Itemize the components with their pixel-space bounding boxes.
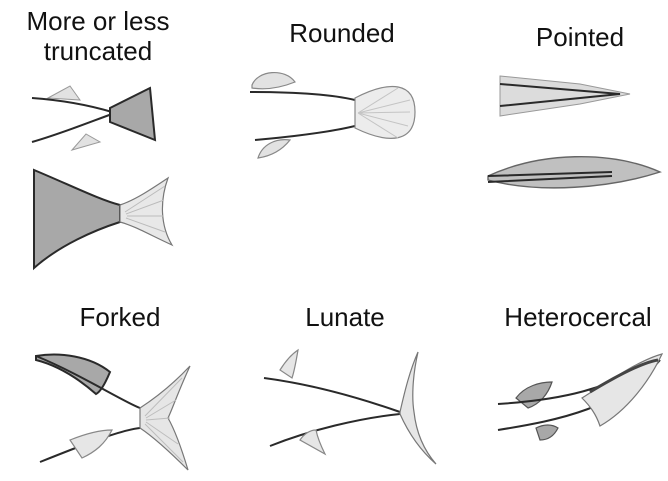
- truncated-tail-illustration-2: [34, 170, 172, 268]
- pointed-tail-illustration-1: [500, 76, 630, 116]
- heterocercal-tail-illustration: [498, 354, 662, 440]
- forked-tail-illustration: [36, 355, 190, 470]
- rounded-tail-illustration: [250, 73, 415, 158]
- truncated-tail-illustration-1: [32, 86, 155, 150]
- pointed-tail-illustration-2: [488, 157, 660, 188]
- lunate-tail-illustration: [264, 350, 436, 464]
